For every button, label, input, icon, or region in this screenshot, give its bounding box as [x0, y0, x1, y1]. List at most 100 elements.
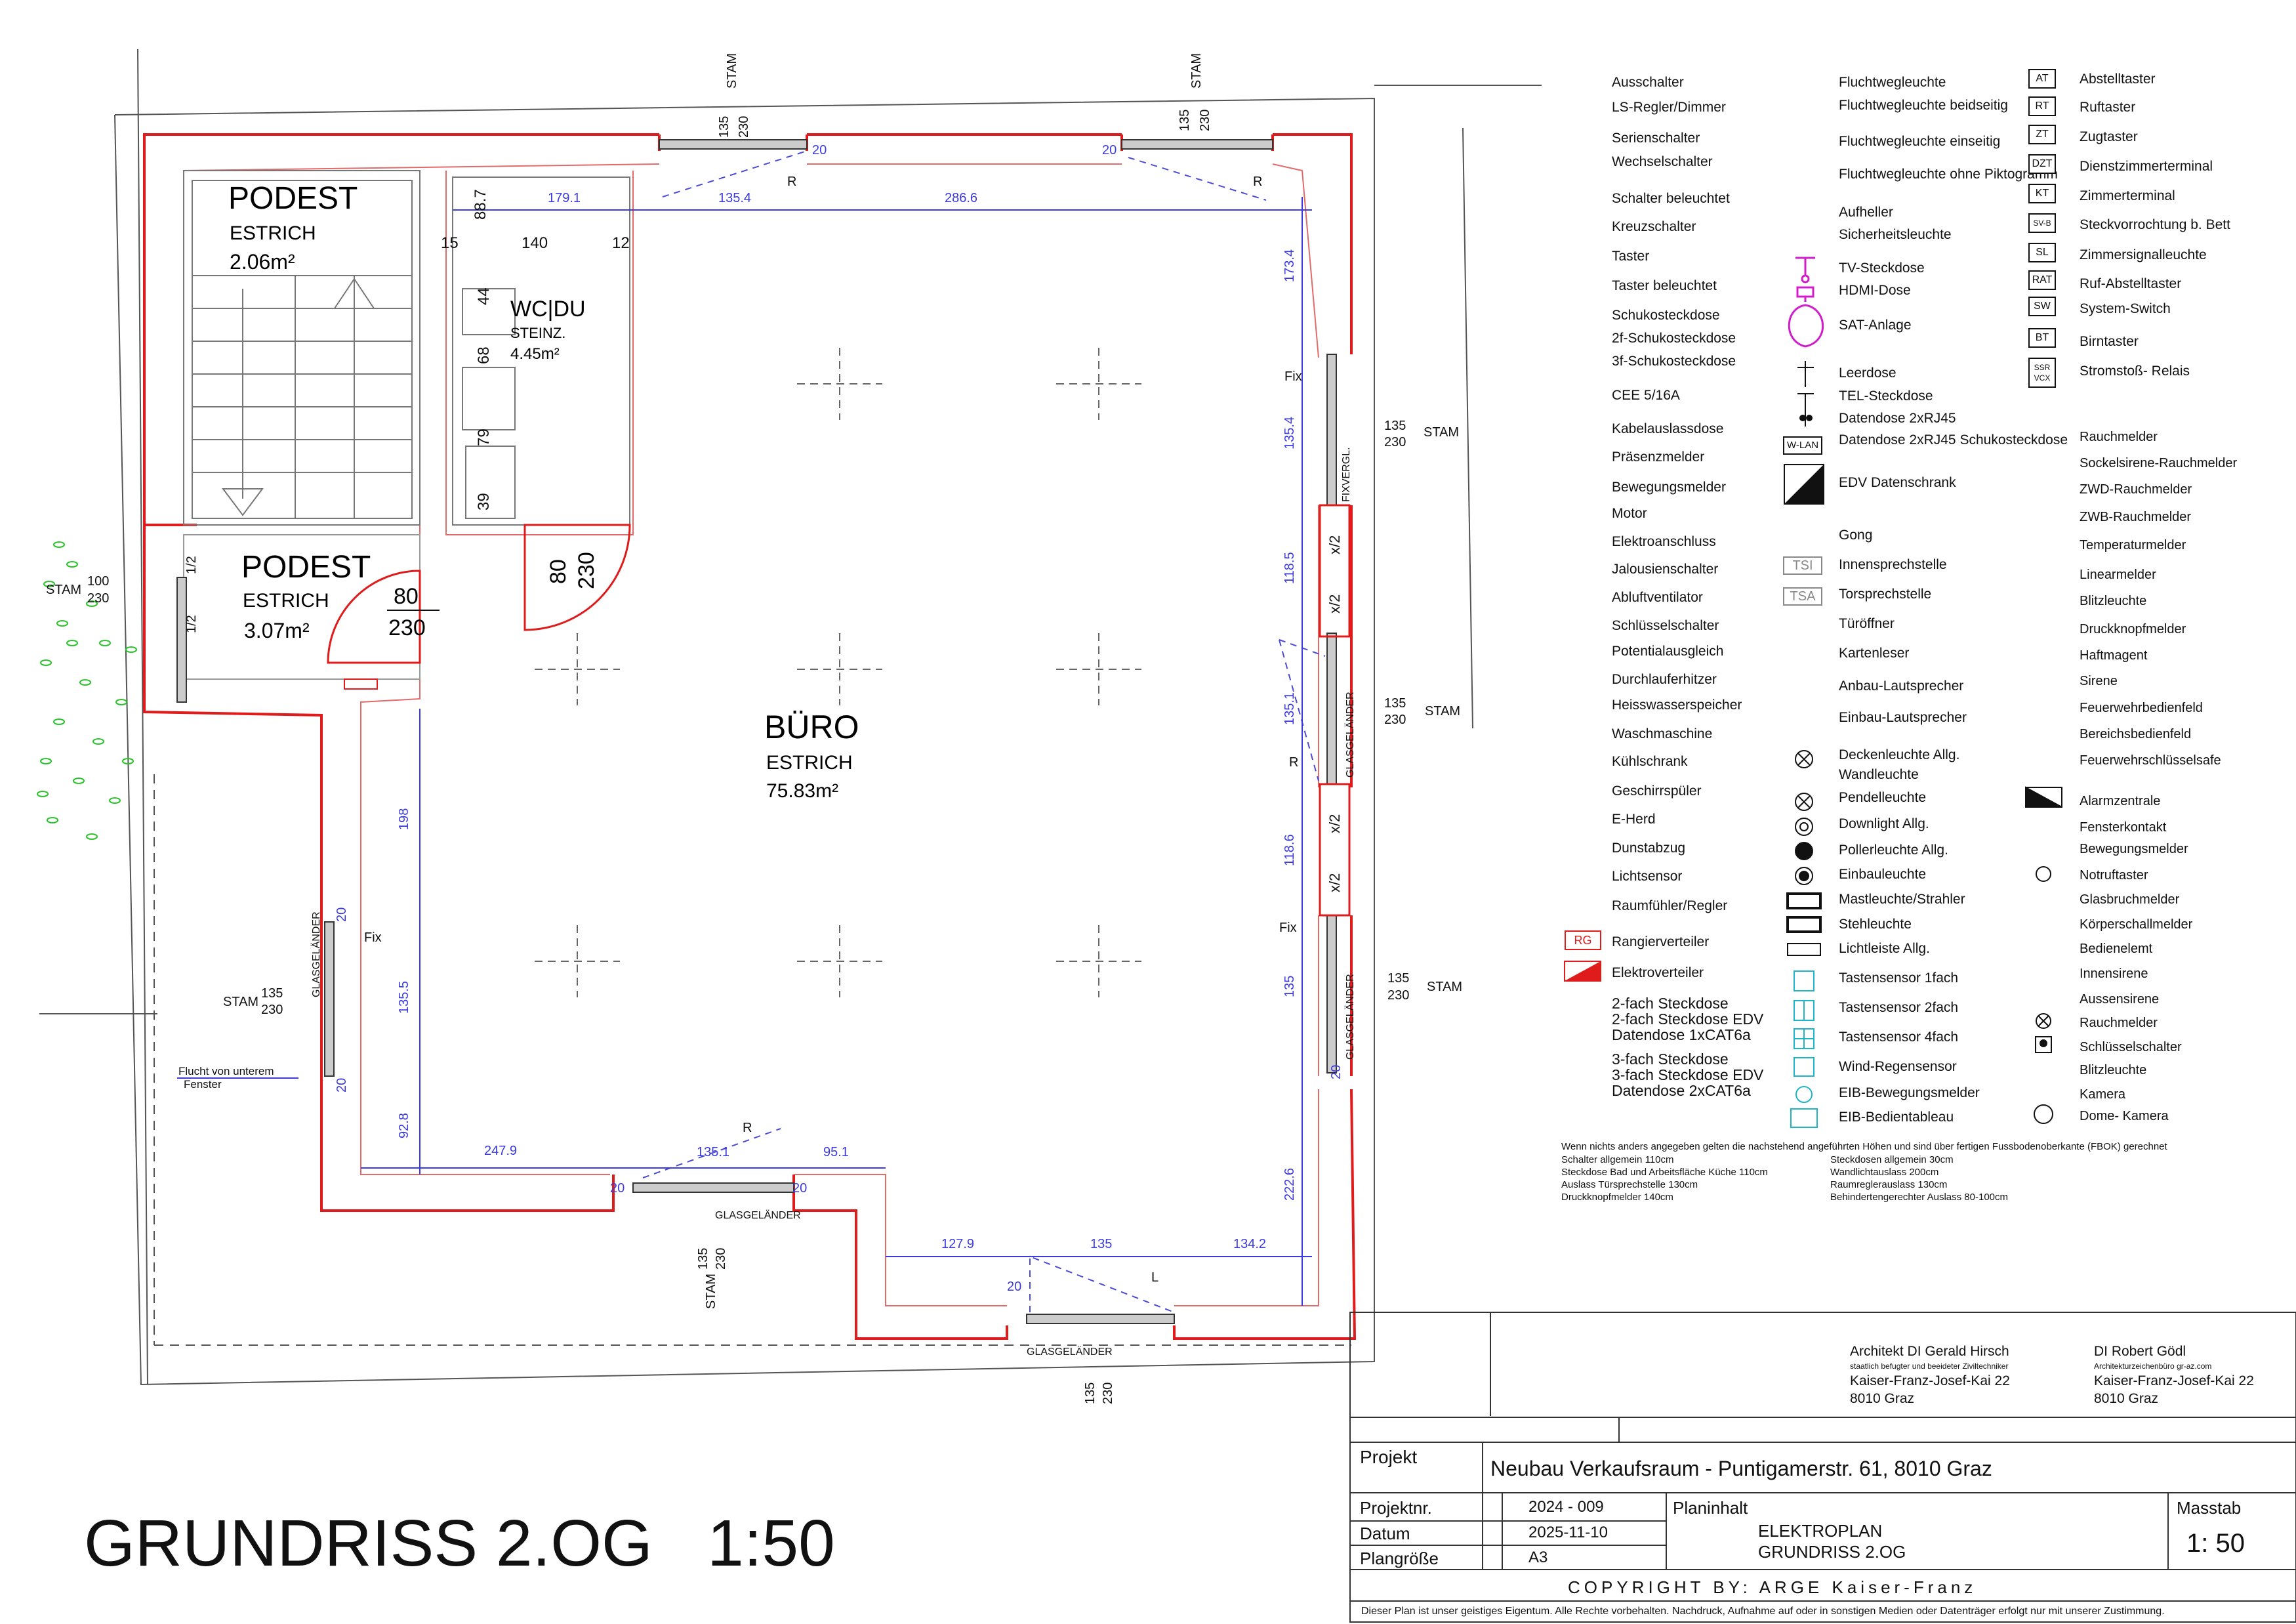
window-label: R: [743, 1121, 752, 1135]
legend-item: Notruftaster: [2080, 868, 2148, 883]
legend-item: Rangierverteiler: [1612, 934, 1710, 949]
legend-item: Zimmersignalleuchte: [2080, 247, 2207, 262]
notes-heading: Wenn nichts anders angegeben gelten die …: [1561, 1141, 2167, 1152]
legend-item: Anbau-Lautsprecher: [1839, 678, 1964, 694]
legend-item: EIB-Bewegungsmelder: [1839, 1085, 1980, 1100]
legend-item: Taster: [1612, 249, 1650, 264]
legend-item: Kreuzschalter: [1612, 219, 1696, 234]
exterior-walls: [143, 133, 1357, 1340]
legend-item: Jalousienschalter: [1612, 562, 1719, 577]
legend-item: Schalter beleuchtet: [1612, 191, 1730, 206]
dim-label: 179.1: [548, 191, 581, 205]
ceiling-light-marks: [535, 348, 1141, 997]
window-label: 230: [1384, 713, 1406, 727]
dim-label: 20: [1329, 1065, 1343, 1079]
window-label: x/2: [1326, 873, 1343, 892]
legend-item: Feuerwehrschlüsselsafe: [2080, 753, 2221, 768]
legend-item: Lichtleiste Allg.: [1839, 941, 1930, 956]
legend-item: Alarmzentrale: [2080, 794, 2161, 808]
legend-item: Waschmaschine: [1612, 726, 1713, 741]
legend-item: Rauchmelder: [2080, 1016, 2158, 1030]
plangroesse-value: A3: [1528, 1549, 1548, 1566]
architect-1-city: 8010 Graz: [1850, 1391, 1915, 1406]
dim-label: 173.4: [1282, 249, 1297, 282]
window-label: GLASGELÄNDER: [310, 911, 322, 997]
legend-item: Datendose 2xCAT6a: [1612, 1082, 1751, 1099]
dimension-lines: [361, 197, 1312, 1306]
legend-item: Gong: [1839, 528, 1873, 543]
legend-code-icon: RAT: [2028, 270, 2056, 290]
window-label: 135: [1178, 110, 1192, 131]
window-label: 135: [261, 986, 283, 1001]
legend-code-icon: BT: [2028, 328, 2056, 348]
legend-item: TEL-Steckdose: [1839, 388, 1933, 404]
legend-item: 3-fach Steckdose EDV: [1612, 1066, 1764, 1083]
dim-label: 118.6: [1282, 834, 1297, 866]
legend-item: Stehleuchte: [1839, 917, 1912, 932]
dim-label: 12: [612, 234, 630, 252]
door-height: 230: [574, 552, 599, 589]
legend-item: Serienschalter: [1612, 131, 1700, 146]
notes-right-0: Steckdosen allgemein 30cm: [1830, 1154, 1954, 1165]
staircase: [183, 170, 420, 526]
legend-item: Türöffner: [1839, 616, 1895, 631]
window-label: 230: [87, 591, 109, 606]
dim-label: 15: [441, 234, 459, 252]
legend-item: Tastensensor 2fach: [1839, 1000, 1959, 1015]
legend-symbol-icon: TSI: [1783, 556, 1822, 575]
legend-item: Dome- Kamera: [2080, 1109, 2169, 1123]
window-label: Fenster: [184, 1078, 222, 1091]
legend-item: Kühlschrank: [1612, 754, 1688, 769]
legend-item: Fluchtwegleuchte einseitig: [1839, 134, 2001, 149]
window-label: R: [1253, 175, 1262, 189]
legend-item: Linearmelder: [2080, 568, 2156, 582]
planinhalt-line2: GRUNDRISS 2.OG: [1758, 1542, 1906, 1562]
legend-item: Heisswasserspeicher: [1612, 697, 1742, 713]
room-name: PODEST: [228, 181, 358, 216]
dim-label: 140: [522, 234, 548, 252]
legend-item: Feuerwehrbedienfeld: [2080, 701, 2203, 715]
window-label: Fix: [1279, 921, 1297, 935]
window-label: R: [787, 175, 796, 189]
window-label: 135: [1384, 419, 1406, 433]
legend-item: Rauchmelder: [2080, 430, 2158, 444]
legend-item: Wind-Regensensor: [1839, 1059, 1957, 1074]
planinhalt-label: Planinhalt: [1673, 1498, 1748, 1518]
legend-item: Lichtsensor: [1612, 869, 1683, 884]
vegetation: [37, 541, 137, 840]
rangierverteiler-icon: RG: [1565, 930, 1601, 950]
legend-item: Druckknopfmelder: [2080, 622, 2186, 636]
dim-label: 20: [812, 143, 827, 157]
legend-item: Schukosteckdose: [1612, 308, 1720, 323]
notes-right-2: Raumreglerauslass 130cm: [1830, 1179, 1948, 1190]
window-label: 230: [261, 1003, 283, 1017]
legend-item: Innensprechstelle: [1839, 557, 1947, 572]
legend-item: Innensirene: [2080, 967, 2148, 981]
legend-item: Einbauleuchte: [1839, 867, 1927, 882]
plangroesse-label: Plangröße: [1360, 1549, 1439, 1568]
notes-left-3: Druckknopfmelder 140cm: [1561, 1192, 1673, 1203]
datum-value: 2025-11-10: [1528, 1524, 1608, 1541]
room-area: 75.83m²: [766, 780, 838, 802]
legend-code-icon: SL: [2028, 243, 2056, 262]
legend-symbol-icon: TSA: [1783, 587, 1822, 606]
legend-item: Wechselschalter: [1612, 154, 1713, 169]
legend-item: Kartenleser: [1839, 646, 1910, 661]
masstab-label: Masstab: [2177, 1498, 2242, 1518]
projektnr-value: 2024 - 009: [1528, 1498, 1604, 1516]
architect-2-street: Kaiser-Franz-Josef-Kai 22: [2094, 1373, 2254, 1388]
legend-item: Schlüsselschalter: [1612, 618, 1719, 633]
room-area: 3.07m²: [244, 619, 310, 642]
door-swing-wc: [523, 524, 631, 631]
legend-code-icon: AT: [2028, 69, 2056, 89]
window-sashes: [1319, 504, 1351, 917]
legend-item: CEE 5/16A: [1612, 388, 1680, 403]
legend-item: Tastensensor 1fach: [1839, 970, 1959, 986]
dim-label: 198: [397, 808, 411, 830]
dim-label: 135: [1282, 976, 1297, 997]
legend-item: Sockelsirene-Rauchmelder: [2080, 456, 2238, 470]
dim-label: 20: [335, 1078, 349, 1093]
room-name: BÜRO: [764, 709, 859, 745]
copyright: COPYRIGHT BY: ARGE Kaiser-Franz: [1568, 1577, 1977, 1597]
architect-2-city: 8010 Graz: [2094, 1391, 2159, 1406]
